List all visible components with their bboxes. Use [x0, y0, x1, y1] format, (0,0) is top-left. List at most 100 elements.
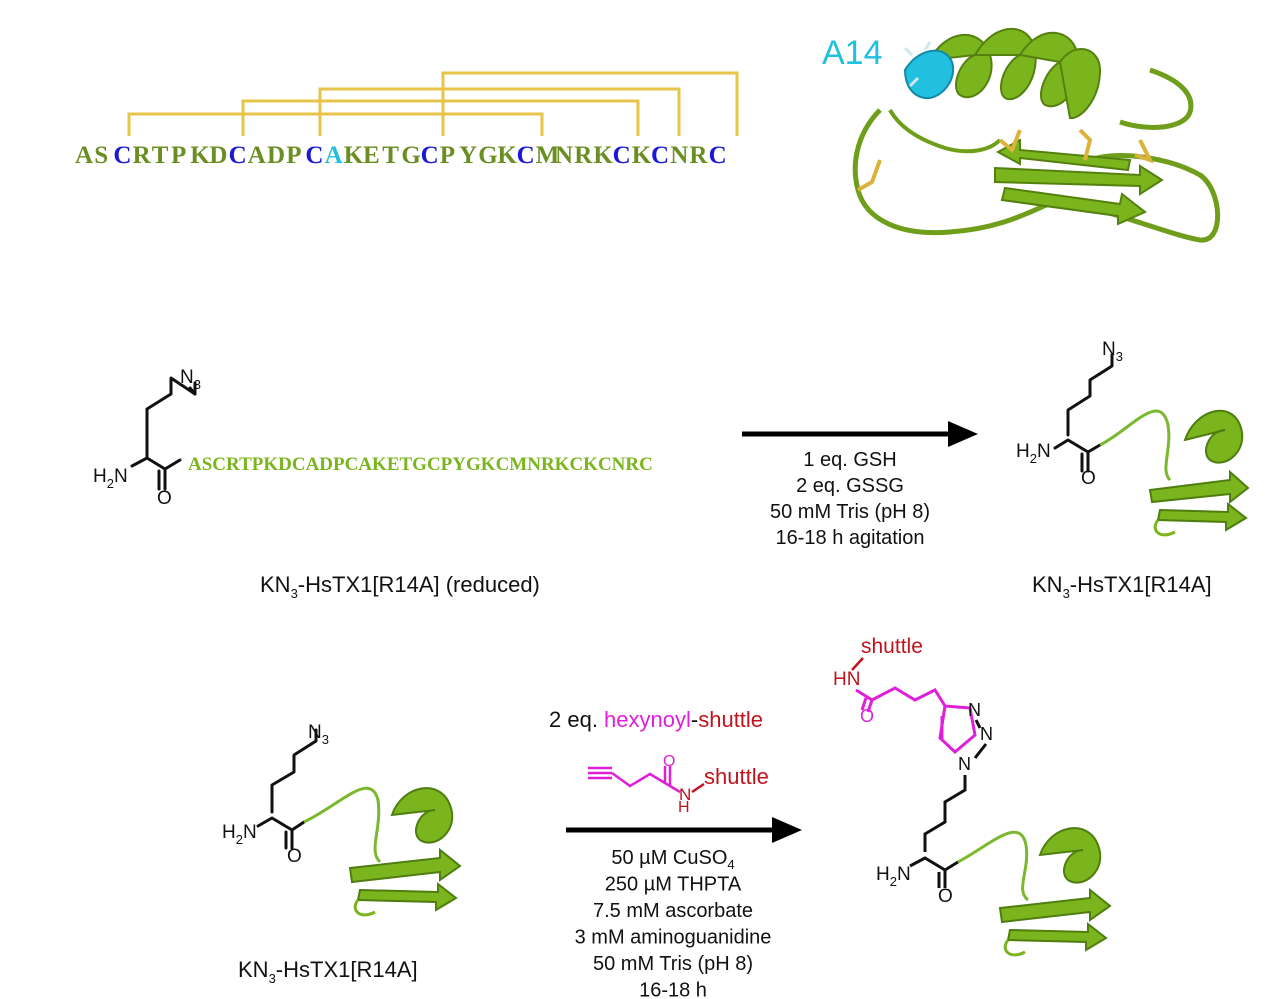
reactant-peptide-sequence: ASCRTPKDCADPCAKETGCPYGKCMNRKCKCNRC [188, 454, 653, 475]
scheme2-condition-line: 3 mM aminoguanidine [575, 927, 772, 949]
scheme2-amine-label: H2N [222, 822, 257, 847]
sequence-residue-5: T [152, 142, 169, 169]
folded-peptide-icon [1148, 409, 1250, 537]
structure-loop [1059, 153, 1221, 243]
sequence-residue-11: D [267, 142, 285, 169]
sequence-residue-32: N [670, 142, 688, 169]
sequence-residue-17: T [382, 142, 399, 169]
sequence-residue-25: M [536, 142, 560, 169]
triazole-n-3: N [958, 754, 971, 774]
reagent-shuttle-label: shuttle [704, 764, 769, 789]
triazole-n-2: N [980, 724, 993, 744]
scheme1-product-caption: KN3-HsTX1[R14A] [1032, 572, 1212, 601]
linker-chain [303, 786, 382, 864]
alpha-helix [928, 27, 1102, 120]
product-hn-label: HN [833, 669, 860, 690]
scheme1-condition-line: 1 eq. GSH [803, 449, 896, 471]
sequence-residue-13: C [305, 142, 323, 169]
sequence-residue-19: C [421, 142, 439, 169]
triazole-n-1: N [968, 700, 981, 720]
backbone [130, 456, 182, 471]
reagent-amide-n: N [679, 785, 691, 804]
sequence-residue-29: C [613, 142, 631, 169]
scheme2-reactant-structure: N3 H2N O [222, 722, 462, 917]
product1-carbonyl-label: O [1081, 468, 1096, 489]
azide-bond [188, 386, 197, 396]
disulfide-connectivity-map [127, 71, 739, 136]
reagent-amide-h: H [678, 799, 690, 816]
scheme2-carbonyl-label: O [287, 846, 302, 867]
scheme2-reactant-caption: KN3-HsTX1[R14A] [238, 957, 418, 986]
folded-peptide-icon [348, 787, 462, 917]
sequence-residue-16: E [363, 142, 380, 169]
scheme1-condition-line: 16-18 h agitation [775, 527, 924, 549]
linker-chain [957, 830, 1030, 902]
sequence-residue-30: K [632, 142, 652, 169]
carbonyl-oxygen-label: O [157, 488, 172, 509]
sequence-residue-34: C [709, 142, 727, 169]
disulfide-bond-c3-c24 [127, 112, 544, 136]
scheme2-condition-line: 7.5 mM ascorbate [593, 900, 753, 922]
scheme1-product-structure: N3 H2N O [1016, 339, 1250, 537]
sequence-residue-1: A [75, 142, 93, 169]
disulfide-bond-c9-c29 [241, 99, 640, 136]
scheme1-reactant-structure: N3 H2N O ASCRTPKDCADPCAKETGCPYGKCMNRKCKC… [93, 367, 653, 509]
structure-loop [1119, 67, 1194, 130]
sequence-residue-33: R [689, 142, 708, 169]
scheme2-condition-line: 50 µM CuSO4 [611, 847, 734, 872]
azide-label: N3 [180, 367, 201, 392]
sequence-residue-9: C [229, 142, 247, 169]
sequence-residue-8: D [209, 142, 227, 169]
product-carbonyl-oxygen: O [860, 706, 874, 726]
sequence-residue-28: K [593, 142, 613, 169]
amine-label: H2N [93, 466, 128, 491]
sequence-residue-7: K [190, 142, 210, 169]
sequence-residue-14: A [325, 142, 343, 169]
protein-structure-cartoon: A14 [822, 27, 1221, 243]
sequence-residue-18: G [401, 142, 420, 169]
scheme1-reactant-caption: KN3-HsTX1[R14A] (reduced) [260, 572, 540, 601]
disulfide-sticks [857, 128, 1154, 192]
sequence-residue-31: C [651, 142, 669, 169]
a14-label: A14 [822, 34, 883, 72]
sequence-residue-22: G [478, 142, 497, 169]
sequence-residue-6: P [171, 142, 186, 169]
product2-amine-label: H2N [876, 864, 911, 889]
sequence-residue-21: Y [459, 142, 477, 169]
residue-a14-atoms [903, 41, 932, 88]
scheme2-azide-label: N3 [308, 722, 329, 747]
sequence-residue-3: C [113, 142, 131, 169]
sequence-residue-24: C [517, 142, 535, 169]
reagent-carbonyl-oxygen: O [663, 753, 675, 770]
sequence-residue-12: P [286, 142, 301, 169]
sequence-residue-23: K [497, 142, 517, 169]
scheme2-product-structure: shuttle HN O N N N H2N O [833, 635, 1112, 957]
sequence-residue-4: R [133, 142, 152, 169]
product-shuttle-label: shuttle [861, 635, 923, 658]
structure-loop [852, 108, 1061, 236]
structure-loop [888, 108, 1002, 154]
folded-peptide-icon [998, 827, 1112, 957]
scheme2-reaction-arrow [566, 817, 802, 843]
sequence-residue-26: N [555, 142, 573, 169]
sequence-residue-10: A [248, 142, 266, 169]
residue-a14-highlight [903, 49, 955, 100]
scheme2-condition-line: 50 mM Tris (pH 8) [593, 953, 753, 975]
product1-amine-label: H2N [1016, 441, 1051, 466]
beta-sheet [994, 138, 1164, 226]
product1-azide-label: N3 [1102, 339, 1123, 364]
sequence-residue-15: K [344, 142, 364, 169]
sequence-residue-27: R [574, 142, 593, 169]
scheme1-conditions: 1 eq. GSH 2 eq. GSSG 50 mM Tris (pH 8) 16-1… [770, 449, 930, 549]
product2-carbonyl-label: O [938, 886, 953, 907]
scheme1-reaction-arrow [742, 421, 978, 447]
linker-chain [1099, 409, 1172, 482]
disulfide-bond-c19-c34 [441, 71, 739, 136]
scheme1-condition-line: 50 mM Tris (pH 8) [770, 501, 930, 523]
scheme1-condition-line: 2 eq. GSSG [796, 475, 904, 497]
sequence-residue-2: S [94, 142, 108, 169]
sequence-residue-20: P [440, 142, 455, 169]
